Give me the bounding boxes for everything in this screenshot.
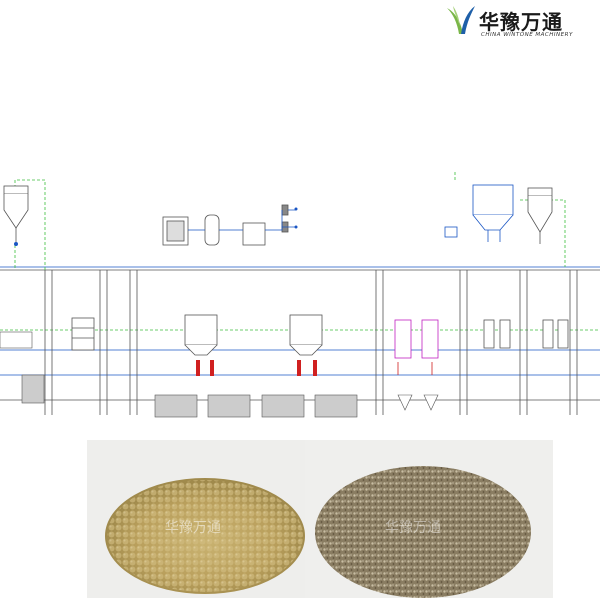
polishing-machines	[483, 319, 569, 349]
photo-watermark-left: 华豫万通	[165, 520, 221, 536]
red-control-points	[196, 360, 317, 376]
process-flow-diagram	[0, 170, 600, 418]
brand-name-en: CHINA WINTONE MACHINERY	[481, 32, 573, 38]
bucket-elevators	[44, 270, 578, 415]
brand-logo: 华豫万通 CHINA WINTONE MACHINERY	[445, 4, 597, 44]
air-compressor-group	[162, 204, 298, 246]
dehuller-group-1	[154, 394, 358, 418]
cyclone-separator-left	[3, 185, 29, 246]
leaf-logo-icon	[447, 6, 475, 34]
storage-bin-large	[184, 314, 218, 356]
bottom-hoppers	[397, 394, 439, 411]
bag-filter-right	[444, 184, 514, 242]
millet-husk-photo: 华豫万通	[305, 440, 553, 598]
brand-name-cn: 华豫万通	[479, 10, 563, 34]
cyclone-separator-right	[527, 187, 553, 244]
photo-watermark-right: 华豫万通	[385, 520, 441, 536]
gravity-separator	[394, 319, 439, 375]
vibrating-sieve	[71, 317, 95, 351]
storage-bin-small	[289, 314, 323, 356]
left-cleaning-equipment	[0, 331, 45, 404]
millet-grain-photo: 华豫万通	[87, 440, 335, 598]
